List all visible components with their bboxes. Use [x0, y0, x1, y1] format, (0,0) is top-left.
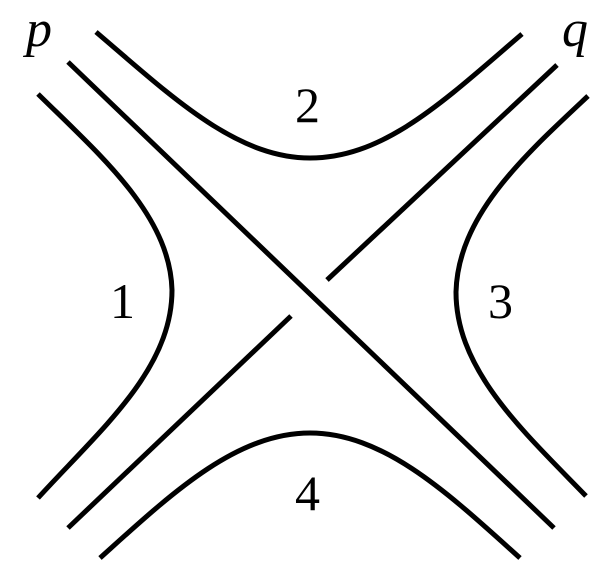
label-p: p — [22, 1, 52, 58]
region-2-label: 2 — [295, 77, 320, 133]
region-4-label: 4 — [295, 465, 320, 521]
left-curve — [36, 92, 175, 500]
bottom-curve — [98, 430, 522, 560]
region-1-label: 1 — [110, 273, 135, 329]
strand-q-under-lower — [66, 314, 293, 530]
top-curve — [94, 30, 524, 161]
label-q: q — [562, 1, 588, 58]
region-3-label: 3 — [488, 273, 513, 329]
right-curve — [453, 94, 590, 498]
strand-p-over — [66, 60, 556, 530]
strand-q-under-upper — [325, 63, 559, 282]
